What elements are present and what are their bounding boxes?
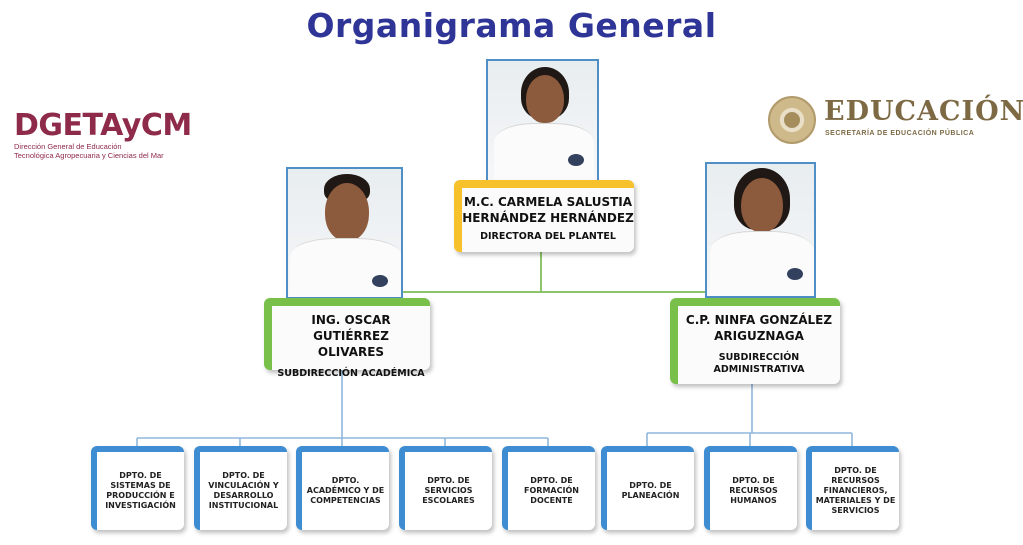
sep-logo-subtitle: SECRETARÍA DE EDUCACIÓN PÚBLICA bbox=[825, 130, 975, 137]
department-label: DPTO. DE PLANEACIÓN bbox=[621, 481, 680, 500]
department-label: DPTO. DE RECURSOS FINANCIEROS, MATERIALE… bbox=[815, 466, 896, 515]
photo-face bbox=[526, 75, 564, 123]
department-label: DPTO. DE VINCULACIÓN Y DESARROLLO INSTIT… bbox=[208, 471, 279, 510]
dgetaycm-logo: DGETAyCM Dirección General de Educación … bbox=[14, 110, 234, 162]
academic-subdirector-photo bbox=[286, 167, 403, 299]
admin-subdirector-photo bbox=[705, 162, 816, 298]
shirt-logo-icon bbox=[787, 268, 803, 280]
sep-logo: EDUCACIÓN SECRETARÍA DE EDUCACIÓN PÚBLIC… bbox=[768, 96, 1023, 148]
academic-to-departments-line bbox=[136, 370, 549, 446]
admin-to-departments-line bbox=[646, 384, 853, 446]
director-name-line1: M.C. CARMELA SALUSTIA bbox=[463, 195, 633, 209]
admin-role-line2: ADMINISTRATIVA bbox=[713, 364, 805, 375]
department-box: DPTO. DE VINCULACIÓN Y DESARROLLO INSTIT… bbox=[194, 446, 287, 530]
dgetaycm-logo-line2: Tecnológica Agropecuaria y Ciencias del … bbox=[14, 151, 164, 160]
shirt-logo-icon bbox=[568, 154, 584, 166]
photo-shirt bbox=[710, 231, 814, 296]
director-name-line2: HERNÁNDEZ HERNÁNDEZ bbox=[462, 211, 634, 225]
admin-subdirector-card: C.P. NINFA GONZÁLEZ ARIGUZNAGA SUBDIRECC… bbox=[670, 298, 840, 384]
page-title: Organigrama General bbox=[306, 6, 717, 45]
photo-face bbox=[325, 183, 369, 241]
department-box: DPTO. DE SISTEMAS DE PRODUCCIÓN E INVEST… bbox=[91, 446, 184, 530]
academic-name-line2: OLIVARES bbox=[317, 345, 385, 359]
department-label: DPTO. DE FORMACIÓN DOCENTE bbox=[524, 476, 579, 505]
admin-name-line1: C.P. NINFA GONZÁLEZ bbox=[685, 313, 833, 327]
photo-shirt bbox=[290, 238, 401, 297]
photo-face bbox=[741, 178, 783, 232]
department-label: DPTO. DE SISTEMAS DE PRODUCCIÓN E INVEST… bbox=[105, 471, 176, 510]
department-label: DPTO. DE RECURSOS HUMANOS bbox=[729, 476, 778, 505]
photo-shirt bbox=[494, 123, 594, 184]
department-box: DPTO. DE RECURSOS HUMANOS bbox=[704, 446, 797, 530]
department-box: DPTO. DE SERVICIOS ESCOLARES bbox=[399, 446, 492, 530]
admin-role-line1: SUBDIRECCIÓN bbox=[718, 352, 800, 363]
department-box: DPTO. DE RECURSOS FINANCIEROS, MATERIALE… bbox=[806, 446, 899, 530]
department-box: DPTO. DE FORMACIÓN DOCENTE bbox=[502, 446, 595, 530]
academic-role: SUBDIRECCIÓN ACADÉMICA bbox=[277, 368, 425, 379]
department-label: DPTO. DE SERVICIOS ESCOLARES bbox=[422, 476, 475, 505]
national-seal-icon bbox=[768, 96, 816, 144]
director-card: M.C. CARMELA SALUSTIA HERNÁNDEZ HERNÁNDE… bbox=[454, 180, 634, 252]
department-box: DPTO. ACADÉMICO Y DE COMPETENCIAS bbox=[296, 446, 389, 530]
director-photo bbox=[486, 59, 599, 186]
director-to-subdirectors-line bbox=[341, 252, 753, 300]
academic-subdirector-card: ING. OSCAR GUTIÉRREZ OLIVARES SUBDIRECCI… bbox=[264, 298, 430, 379]
director-role: DIRECTORA DEL PLANTEL bbox=[480, 231, 616, 242]
dgetaycm-logo-text: DGETAyCM bbox=[14, 108, 192, 143]
academic-name-line1: ING. OSCAR GUTIÉRREZ bbox=[311, 313, 391, 343]
shirt-logo-icon bbox=[372, 275, 388, 287]
admin-name-line2: ARIGUZNAGA bbox=[714, 329, 804, 343]
department-box: DPTO. DE PLANEACIÓN bbox=[601, 446, 694, 530]
dgetaycm-logo-line1: Dirección General de Educación bbox=[14, 142, 122, 151]
sep-logo-text: EDUCACIÓN bbox=[824, 96, 1023, 127]
department-label: DPTO. ACADÉMICO Y DE COMPETENCIAS bbox=[306, 476, 385, 505]
